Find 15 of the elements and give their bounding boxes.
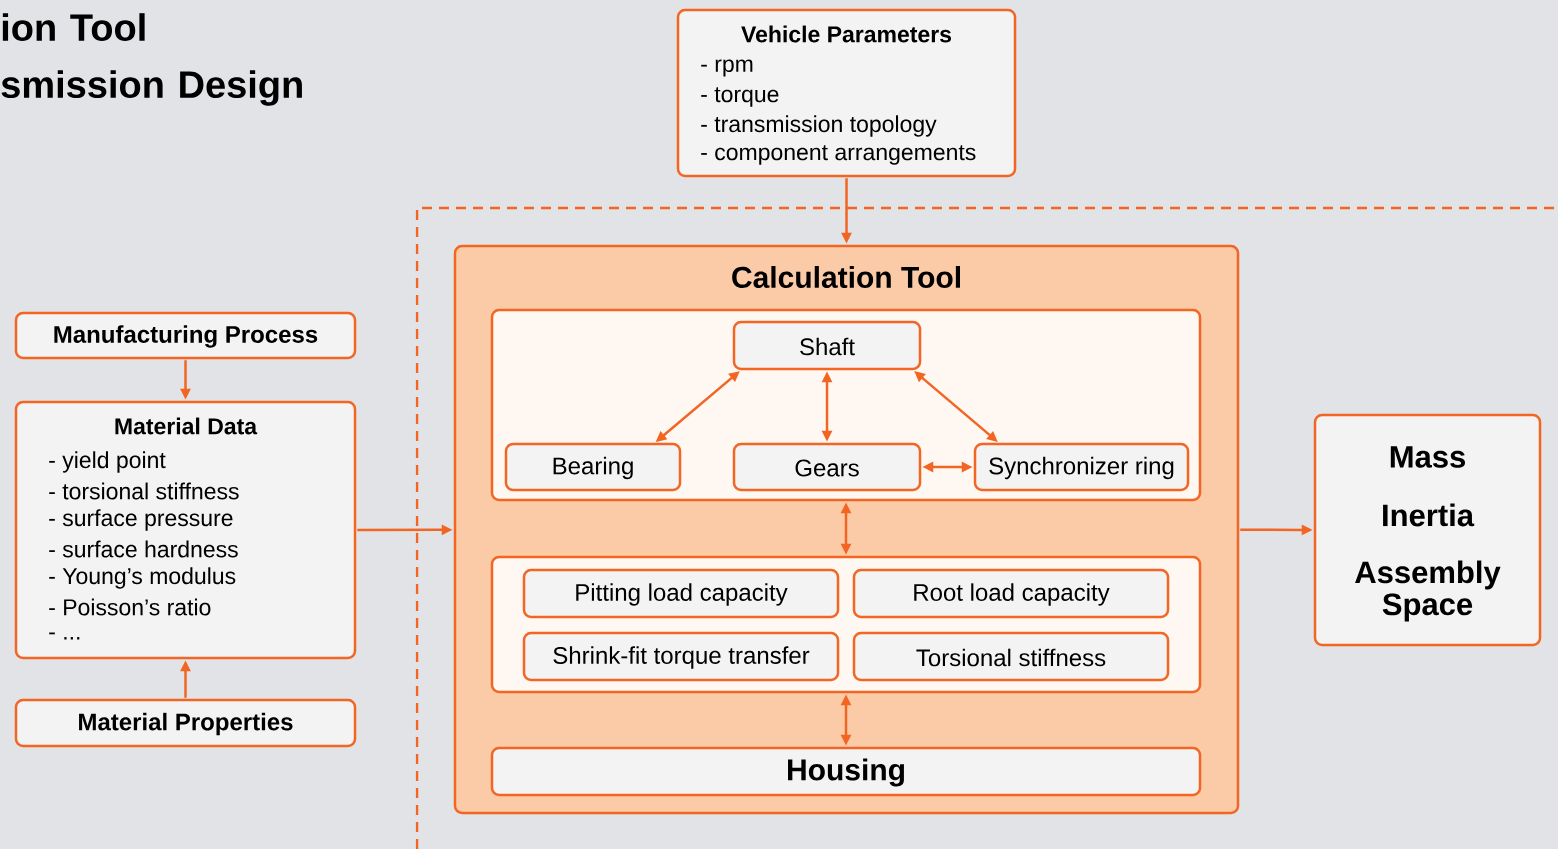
title: ion Tool smission Design [1,13,302,106]
component-box: Pitting load capacity [522,568,840,619]
component-box: Shaft [732,320,922,371]
component-box: Root load capacity [852,568,1170,619]
component-box: Torsional stiffness [852,631,1170,682]
input-box: Material Properties [14,698,357,748]
component-box: Shrink-fit torque transfer [522,631,840,682]
output-box: Mass Inertia Assembly Space [1313,413,1542,647]
component-box: Gears [732,442,922,492]
component-box: Synchronizer ring [973,442,1190,492]
component-box: Bearing [504,442,682,492]
input-box: Manufacturing Process [14,311,357,360]
component-box: Housing [490,746,1202,797]
parameter-box: Vehicle Parameters - rpm - torque - transmission topology - component arrangements [676,8,1017,178]
material-data-box: Material Data - yield point - torsional stiffness - surface pressure - surface hardness - Young’s modulus - Poisson’s ratio - ... [14,400,357,660]
